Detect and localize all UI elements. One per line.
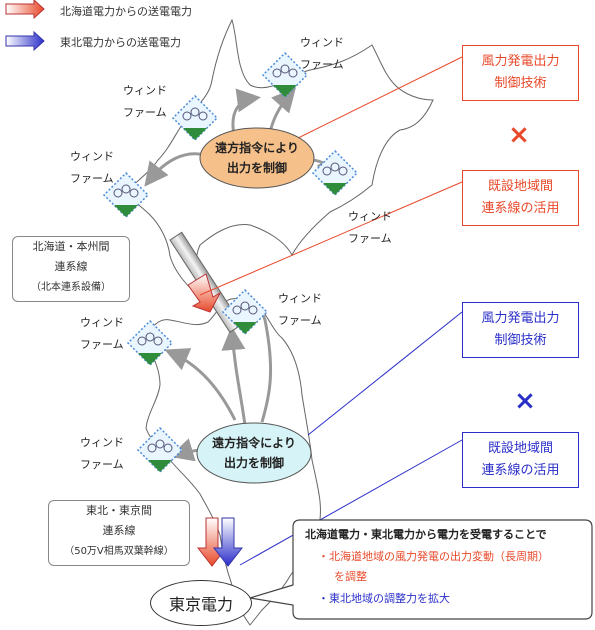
red-times-symbol: × — [508, 120, 530, 150]
wind-turbine-icon — [102, 171, 150, 219]
tohoku-control-label: 遠方指令により出力を制御 — [212, 436, 296, 470]
tohoku-arrow-2 — [164, 348, 237, 421]
wind-farm-label: ウィンドファーム — [123, 84, 167, 119]
legend-blue-arrow — [5, 30, 45, 52]
tohoku-control-ellipse — [196, 422, 312, 484]
leader-blue-1 — [307, 311, 463, 436]
wind-turbine-icon — [311, 149, 359, 197]
callout-item1: ・北海道地域の風力発電の出力変動（長周期） — [318, 550, 549, 563]
hokkaido-control-label: 遠方指令により出力を制御 — [215, 141, 299, 175]
blue-times-symbol: × — [514, 386, 536, 416]
wind-turbine-icon — [221, 288, 269, 336]
legend-tohoku-label: 東北電力からの送電電力 — [60, 36, 181, 49]
callout-item2: ・東北地域の調整力を拡大 — [318, 592, 450, 605]
wind-farm-label: ウィンドファーム — [80, 436, 124, 471]
tohoku-arrow-1 — [221, 326, 247, 426]
leader-blue-2 — [239, 439, 463, 566]
wind-farm-label: ウィンドファーム — [348, 210, 392, 245]
leader-red-2 — [199, 181, 463, 296]
wind-turbine-icon — [136, 426, 184, 474]
hokkaido-control-ellipse — [199, 127, 315, 189]
wind-farm-label: ウィンドファーム — [80, 316, 124, 351]
wind-farm-label: ウィンドファーム — [300, 36, 344, 71]
hokkaido-arrow-3 — [144, 152, 206, 187]
hokkaido-honshu-link-box: 北海道・本州間 連系線 （北本連系設備） — [12, 236, 130, 302]
wind-turbine-icon — [126, 319, 174, 367]
callout-bubble — [249, 519, 593, 620]
blue-box-interconnect: 既設地域間連系線の活用 — [462, 432, 579, 488]
callout-item1-cont: を調整 — [334, 570, 367, 583]
blue-box-wind-control: 風力発電出力制御技術 — [462, 302, 579, 358]
legend-red-arrow — [5, 0, 45, 20]
wind-farm-label: ウィンドファーム — [278, 292, 322, 327]
callout-title: 北海道電力・東北電力から電力を受電することで — [305, 528, 547, 541]
wind-turbine-icon — [171, 94, 219, 142]
wind-turbine-icon — [261, 51, 309, 99]
red-box-wind-control: 風力発電出力制御技術 — [462, 45, 579, 101]
wind-farm-label: ウィンドファーム — [70, 150, 114, 185]
tohoku-blue-arrow — [212, 517, 244, 567]
legend-hokkaido-label: 北海道電力からの送電電力 — [60, 5, 192, 18]
tokyo-electric-oval: 東京電力 — [150, 580, 252, 626]
leader-red-1 — [289, 56, 463, 143]
red-box-interconnect: 既設地域間連系線の活用 — [462, 170, 579, 226]
tohoku-tokyo-link-box: 東北・東京間 連系線 （50万V相馬双葉幹線） — [48, 500, 190, 566]
hokkaido-arrow-2 — [268, 87, 296, 133]
